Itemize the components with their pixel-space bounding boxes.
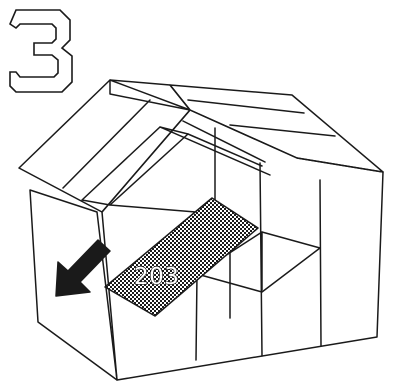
step-number-glyph [10,10,72,92]
arrow-down-left-icon [56,240,110,296]
panel-part-203 [105,198,258,316]
part-number-label: 203 [134,264,179,290]
roof-frame-beams [82,121,270,214]
roof-rear-slope [170,85,383,172]
roof-front-slope [19,80,190,212]
